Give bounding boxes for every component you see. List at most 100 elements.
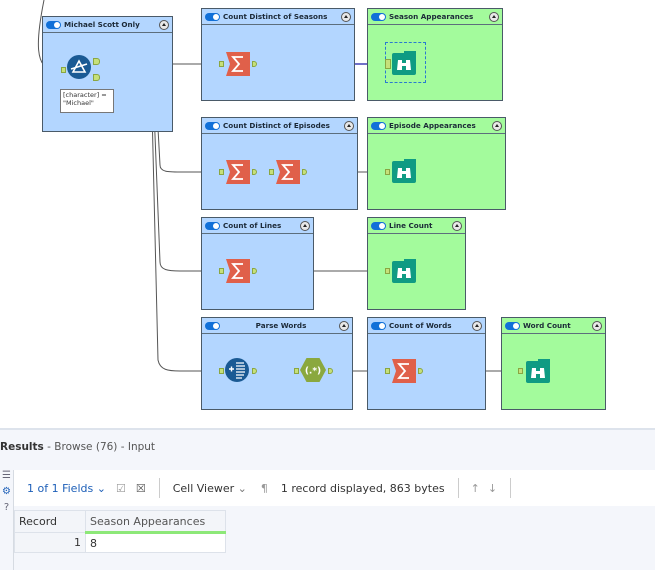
- container-header: Michael Scott Only: [43, 17, 172, 33]
- pilcrow-icon[interactable]: ¶: [260, 481, 268, 495]
- input-anchor[interactable]: [269, 169, 274, 175]
- collapse-icon[interactable]: [472, 320, 482, 331]
- uncheck-all-icon[interactable]: ☒: [135, 481, 146, 495]
- summarize-tool-icon[interactable]: [226, 160, 250, 184]
- container-episode-appearances[interactable]: Episode Appearances: [367, 117, 506, 210]
- column-header-season-appearances[interactable]: Season Appearances: [85, 510, 226, 534]
- toolbar-divider: [457, 478, 459, 498]
- container-title: Episode Appearances: [389, 121, 476, 130]
- container-count-of-words[interactable]: Count of Words: [367, 317, 486, 410]
- help-icon[interactable]: ?: [3, 502, 10, 513]
- output-anchor[interactable]: [418, 368, 423, 374]
- input-anchor[interactable]: [385, 268, 390, 274]
- output-anchor[interactable]: [252, 61, 257, 67]
- chevron-down-icon: ⌄: [96, 481, 106, 495]
- arrow-up-icon[interactable]: ↑: [470, 481, 480, 495]
- output-anchor[interactable]: [252, 268, 257, 274]
- container-parse-words[interactable]: Parse Words: [201, 317, 353, 410]
- container-title: Count Distinct of Seasons: [223, 12, 328, 21]
- container-header: Word Count: [502, 318, 605, 334]
- true-anchor[interactable]: [93, 58, 100, 65]
- container-michael-scott-only[interactable]: Michael Scott Only: [42, 16, 173, 132]
- container-line-count[interactable]: Line Count: [367, 217, 466, 310]
- false-anchor[interactable]: [93, 74, 100, 81]
- output-anchor[interactable]: [302, 169, 307, 175]
- results-panel: Results - Browse (76) - Input ☰ ⚙ ? 1 of…: [0, 428, 655, 570]
- input-anchor[interactable]: [219, 268, 224, 274]
- record-status: 1 record displayed, 863 bytes: [280, 481, 445, 495]
- workflow-canvas[interactable]: Michael Scott Only [character] = "Michae…: [0, 0, 655, 428]
- summarize-tool-icon[interactable]: [392, 359, 416, 383]
- filter-expression: [character] = "Michael": [60, 89, 114, 113]
- container-title: Michael Scott Only: [64, 20, 140, 29]
- collapse-icon[interactable]: [339, 320, 349, 331]
- browse-tool-icon[interactable]: [392, 259, 416, 283]
- container-header: Count Distinct of Seasons: [202, 9, 354, 25]
- table-row: 1 8: [14, 532, 226, 553]
- collapse-icon[interactable]: [344, 120, 354, 131]
- output-anchor[interactable]: [328, 368, 333, 374]
- collapse-icon[interactable]: [452, 220, 462, 231]
- check-all-icon[interactable]: ☑: [115, 481, 126, 495]
- collapse-icon[interactable]: [592, 320, 602, 331]
- chevron-down-icon: ⌄: [237, 481, 247, 495]
- results-toolbar: 1 of 1 Fields ⌄ ☑ ☒ Cell Viewer ⌄ ¶ 1 re…: [14, 470, 655, 506]
- input-anchor[interactable]: [219, 169, 224, 175]
- table-header-row: Record Season Appearances: [14, 510, 226, 534]
- input-anchor[interactable]: [385, 59, 391, 69]
- summarize-tool-icon[interactable]: [226, 259, 250, 283]
- container-title: Count Distinct of Episodes: [223, 121, 330, 130]
- input-anchor[interactable]: [219, 61, 224, 67]
- browse-tool-icon[interactable]: [526, 359, 550, 383]
- container-count-of-lines[interactable]: Count of Lines: [201, 217, 314, 310]
- toggle-icon[interactable]: [46, 20, 61, 29]
- output-anchor[interactable]: [252, 169, 257, 175]
- input-anchor[interactable]: [385, 368, 390, 374]
- container-header: Season Appearances: [368, 9, 502, 25]
- toggle-icon[interactable]: [371, 12, 386, 21]
- column-header-record[interactable]: Record: [14, 510, 86, 533]
- toggle-icon[interactable]: [371, 221, 386, 230]
- arrow-down-icon[interactable]: ↓: [487, 481, 498, 495]
- toggle-icon[interactable]: [205, 221, 220, 230]
- output-anchor[interactable]: [252, 368, 257, 374]
- toggle-icon[interactable]: [371, 321, 386, 330]
- toolbar-divider: [158, 478, 160, 498]
- filter-tool-icon[interactable]: [67, 55, 91, 79]
- summarize-tool-icon[interactable]: [276, 160, 300, 184]
- container-count-distinct-seasons[interactable]: Count Distinct of Seasons: [201, 8, 355, 101]
- input-anchor[interactable]: [385, 169, 390, 175]
- container-word-count[interactable]: Word Count: [501, 317, 606, 410]
- cell-viewer-dropdown[interactable]: Cell Viewer ⌄: [173, 482, 247, 495]
- input-anchor[interactable]: [219, 368, 224, 374]
- browse-tool-icon[interactable]: [392, 51, 416, 75]
- toggle-icon[interactable]: [205, 12, 220, 21]
- container-header: Count Distinct of Episodes: [202, 118, 357, 134]
- value-cell[interactable]: 8: [85, 532, 226, 553]
- fields-label: 1 of 1 Fields: [27, 481, 94, 495]
- collapse-icon[interactable]: [341, 11, 351, 22]
- input-anchor[interactable]: [61, 67, 66, 73]
- input-anchor[interactable]: [294, 368, 299, 374]
- results-title-source: - Browse (76) - Input: [43, 441, 156, 453]
- data-icon[interactable]: ⚙: [2, 486, 11, 497]
- summarize-tool-icon[interactable]: [226, 52, 250, 76]
- regex-label: (.*): [305, 367, 321, 377]
- collapse-icon[interactable]: [489, 11, 499, 22]
- menu-icon[interactable]: ☰: [2, 470, 11, 481]
- toggle-icon[interactable]: [505, 321, 520, 330]
- input-anchor[interactable]: [518, 368, 523, 374]
- toggle-icon[interactable]: [205, 321, 220, 330]
- toggle-icon[interactable]: [371, 121, 386, 130]
- collapse-icon[interactable]: [159, 19, 169, 30]
- collapse-icon[interactable]: [300, 220, 310, 231]
- collapse-icon[interactable]: [492, 120, 502, 131]
- text-to-columns-tool-icon[interactable]: [225, 358, 249, 382]
- toggle-icon[interactable]: [205, 121, 220, 130]
- browse-tool-icon[interactable]: [392, 159, 416, 183]
- fields-dropdown[interactable]: 1 of 1 Fields ⌄: [27, 482, 106, 495]
- regex-tool-icon[interactable]: (.*): [300, 358, 326, 382]
- container-season-appearances[interactable]: Season Appearances: [367, 8, 503, 101]
- results-table: Record Season Appearances 1 8: [14, 510, 226, 553]
- container-title: Word Count: [523, 321, 571, 330]
